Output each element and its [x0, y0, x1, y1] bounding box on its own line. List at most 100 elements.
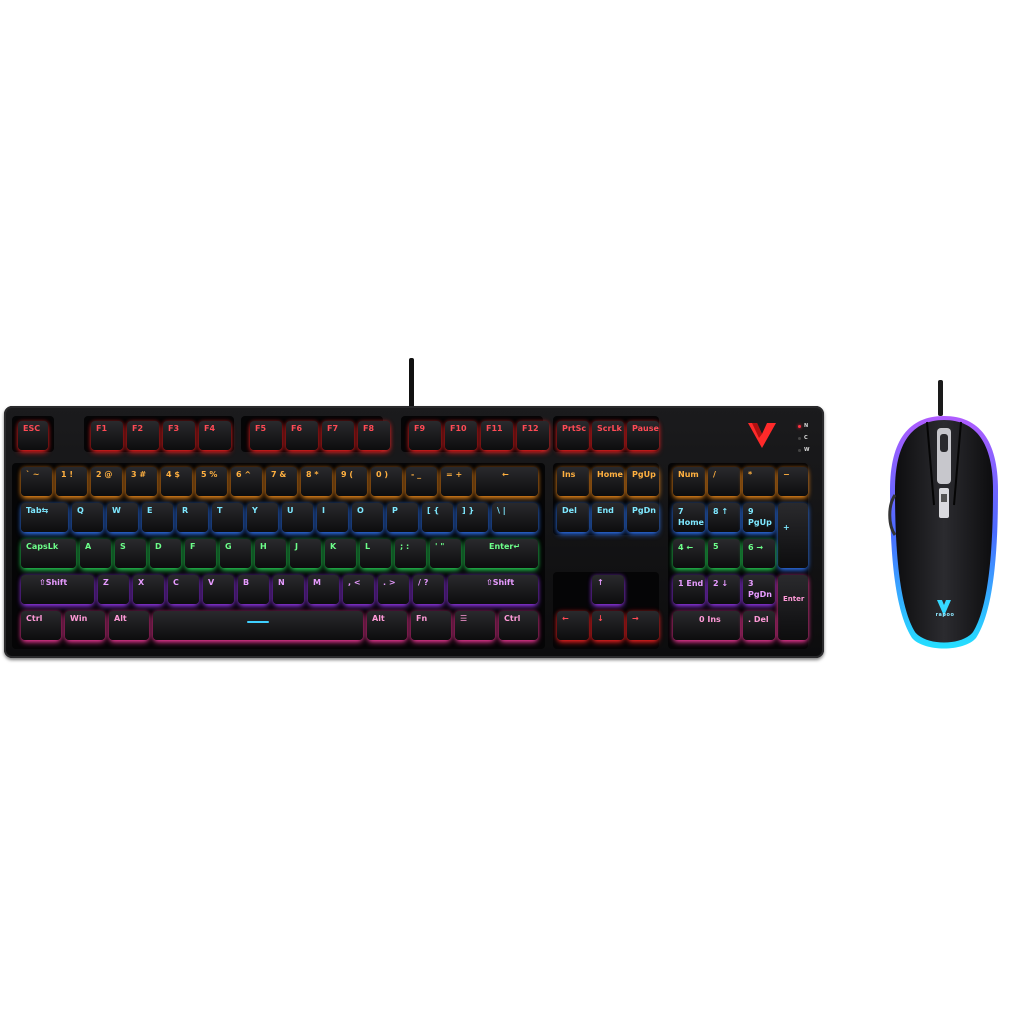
- key-slash[interactable]: / ?: [413, 575, 444, 604]
- key-b[interactable]: B: [238, 575, 269, 604]
- key-pause[interactable]: Pause: [627, 421, 659, 450]
- key-h[interactable]: H: [255, 539, 286, 568]
- key-period[interactable]: . >: [378, 575, 409, 604]
- key-2[interactable]: 2 @: [91, 467, 122, 496]
- key-p[interactable]: P: [387, 503, 418, 532]
- key-prtsc[interactable]: PrtSc: [557, 421, 589, 450]
- key-f5[interactable]: F5: [250, 421, 282, 450]
- key-left-alt[interactable]: Alt: [109, 611, 149, 640]
- key-o[interactable]: O: [352, 503, 383, 532]
- key-numpad-2[interactable]: 2 ↓: [708, 575, 740, 604]
- key-r[interactable]: R: [177, 503, 208, 532]
- key-right-ctrl[interactable]: Ctrl: [499, 611, 538, 640]
- key-left-shift[interactable]: ⇧Shift: [21, 575, 94, 604]
- key-3[interactable]: 3 #: [126, 467, 157, 496]
- key-win[interactable]: Win: [65, 611, 105, 640]
- key-1[interactable]: 1 !: [56, 467, 87, 496]
- key-i[interactable]: I: [317, 503, 348, 532]
- key-numpad-subtract[interactable]: −: [778, 467, 808, 496]
- key-numpad-4[interactable]: 4 ←: [673, 539, 705, 568]
- key-quote[interactable]: ' ": [430, 539, 461, 568]
- key-numpad-8[interactable]: 8 ↑: [708, 503, 740, 532]
- key-f1[interactable]: F1: [91, 421, 123, 450]
- key-7[interactable]: 7 &: [266, 467, 297, 496]
- key-arrow-down[interactable]: ↓: [592, 611, 624, 640]
- key-a[interactable]: A: [80, 539, 111, 568]
- key-f8[interactable]: F8: [358, 421, 390, 450]
- key-g[interactable]: G: [220, 539, 251, 568]
- key-numpad-6[interactable]: 6 →: [743, 539, 775, 568]
- key-numpad-0[interactable]: 0 Ins: [673, 611, 740, 640]
- key-d[interactable]: D: [150, 539, 181, 568]
- key-4[interactable]: 4 $: [161, 467, 192, 496]
- key-left-bracket[interactable]: [ {: [422, 503, 453, 532]
- key-5[interactable]: 5 %: [196, 467, 227, 496]
- key-k[interactable]: K: [325, 539, 356, 568]
- key-delete[interactable]: Del: [557, 503, 589, 532]
- key-right-shift[interactable]: ⇧Shift: [448, 575, 538, 604]
- key-numpad-3[interactable]: 3 PgDn: [743, 575, 775, 604]
- key-enter[interactable]: Enter↵: [465, 539, 538, 568]
- key-f[interactable]: F: [185, 539, 216, 568]
- key-fn[interactable]: Fn: [411, 611, 451, 640]
- key-f12[interactable]: F12: [517, 421, 549, 450]
- key-equal[interactable]: = +: [441, 467, 472, 496]
- key-9[interactable]: 9 (: [336, 467, 367, 496]
- key-page-up[interactable]: PgUp: [627, 467, 659, 496]
- key-arrow-left[interactable]: ←: [557, 611, 589, 640]
- key-left-ctrl[interactable]: Ctrl: [21, 611, 61, 640]
- key-tab[interactable]: Tab⇆: [21, 503, 68, 532]
- key-numpad-9[interactable]: 9 PgUp: [743, 503, 775, 532]
- key-0[interactable]: 0 ): [371, 467, 402, 496]
- key-n[interactable]: N: [273, 575, 304, 604]
- key-menu[interactable]: ☰: [455, 611, 495, 640]
- key-y[interactable]: Y: [247, 503, 278, 532]
- key-l[interactable]: L: [360, 539, 391, 568]
- key-backspace[interactable]: ←: [476, 467, 538, 496]
- key-right-alt[interactable]: Alt: [367, 611, 407, 640]
- key-right-bracket[interactable]: ] }: [457, 503, 488, 532]
- key-insert[interactable]: Ins: [557, 467, 589, 496]
- key-e[interactable]: E: [142, 503, 173, 532]
- key-numpad-5[interactable]: 5: [708, 539, 740, 568]
- key-backslash[interactable]: \ |: [492, 503, 538, 532]
- key-comma[interactable]: , <: [343, 575, 374, 604]
- key-f7[interactable]: F7: [322, 421, 354, 450]
- key-scrlk[interactable]: ScrLk: [592, 421, 624, 450]
- key-numpad-enter[interactable]: Enter: [778, 575, 808, 640]
- key-numpad-1[interactable]: 1 End: [673, 575, 705, 604]
- key-arrow-up[interactable]: ↑: [592, 575, 624, 604]
- key-numpad-multiply[interactable]: *: [743, 467, 775, 496]
- key-page-down[interactable]: PgDn: [627, 503, 659, 532]
- key-8[interactable]: 8 *: [301, 467, 332, 496]
- key-w[interactable]: W: [107, 503, 138, 532]
- key-minus[interactable]: - _: [406, 467, 437, 496]
- key-home[interactable]: Home: [592, 467, 624, 496]
- key-f2[interactable]: F2: [127, 421, 159, 450]
- key-esc[interactable]: ESC: [18, 421, 48, 450]
- key-t[interactable]: T: [212, 503, 243, 532]
- key-u[interactable]: U: [282, 503, 313, 532]
- key-spacebar[interactable]: [153, 611, 363, 640]
- key-v[interactable]: V: [203, 575, 234, 604]
- key-6[interactable]: 6 ^: [231, 467, 262, 496]
- key-j[interactable]: J: [290, 539, 321, 568]
- key-f4[interactable]: F4: [199, 421, 231, 450]
- key-z[interactable]: Z: [98, 575, 129, 604]
- key-f10[interactable]: F10: [445, 421, 477, 450]
- key-numlock[interactable]: Num: [673, 467, 705, 496]
- key-c[interactable]: C: [168, 575, 199, 604]
- key-f6[interactable]: F6: [286, 421, 318, 450]
- key-s[interactable]: S: [115, 539, 146, 568]
- key-arrow-right[interactable]: →: [627, 611, 659, 640]
- key-f11[interactable]: F11: [481, 421, 513, 450]
- key-semicolon[interactable]: ; :: [395, 539, 426, 568]
- key-grave[interactable]: ` ~: [21, 467, 52, 496]
- key-f9[interactable]: F9: [409, 421, 441, 450]
- key-f3[interactable]: F3: [163, 421, 195, 450]
- key-m[interactable]: M: [308, 575, 339, 604]
- key-q[interactable]: Q: [72, 503, 103, 532]
- key-end[interactable]: End: [592, 503, 624, 532]
- key-numpad-7[interactable]: 7 Home: [673, 503, 705, 532]
- key-x[interactable]: X: [133, 575, 164, 604]
